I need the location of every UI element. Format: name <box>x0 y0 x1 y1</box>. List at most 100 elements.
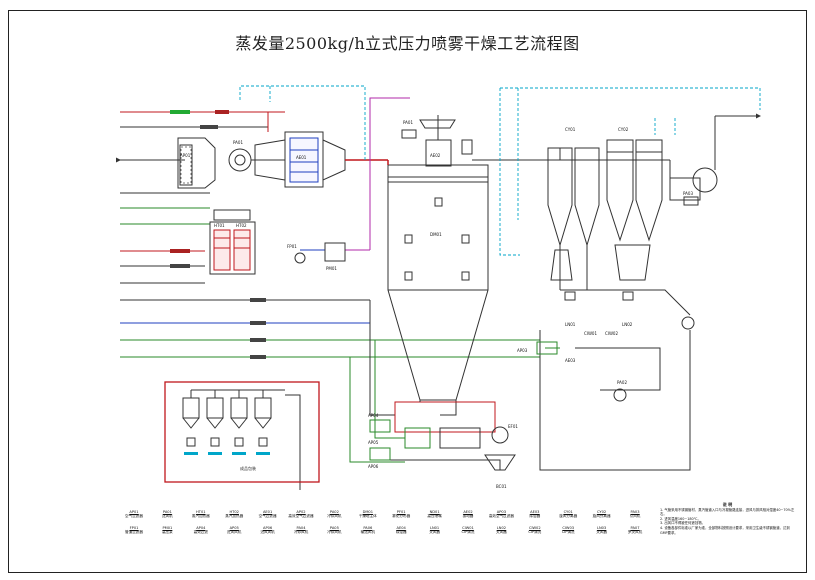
feed-lines <box>294 242 346 264</box>
tag-ln02: LN02 <box>622 322 633 327</box>
legend-name: 关风器 <box>496 530 507 534</box>
legend-tag: AP02 <box>296 510 306 514</box>
legend-name: 雾化分布器 <box>392 514 411 518</box>
bottom-conveying <box>285 289 695 490</box>
control-lines <box>239 85 761 256</box>
left-inlet-lines <box>116 110 540 359</box>
notes-title: 说 明 <box>722 502 733 507</box>
legend-tag: PA01 <box>162 510 172 514</box>
legend-name: 进风风机 <box>227 530 242 534</box>
legend-tag: CIW03 <box>562 526 575 530</box>
legend-name: 引风机 <box>629 514 641 518</box>
legend-tag: PA02 <box>329 510 339 514</box>
cyclones <box>547 139 663 301</box>
tag-ciw01: CIW01 <box>584 331 597 336</box>
tag-ae01: AE01 <box>296 155 307 160</box>
legend-tag: AP05 <box>229 526 239 530</box>
legend-name: 高效过滤 <box>193 530 208 534</box>
legend-tag: LN01 <box>429 526 440 530</box>
legend-tag: LN02 <box>496 526 507 530</box>
tag-ef01: EF01 <box>508 424 518 429</box>
legend-name: 空气过滤器 <box>125 514 143 518</box>
equipment-tags: AP01 PA01 AE01 HT01 HT02 AE02 DM01 CY01 … <box>180 120 693 489</box>
legend-tag: CIW01 <box>462 526 474 530</box>
tag-pa-atomizer: PA01 <box>403 120 413 125</box>
legend-tag: PF01 <box>396 510 406 514</box>
tag-fp01: FP01 <box>287 244 297 249</box>
legend-name: 除湿器 <box>529 514 541 518</box>
legend-name: 空气过滤器 <box>258 514 277 518</box>
legend-tag: AE04 <box>396 526 406 530</box>
legend-name: 振动器 <box>462 514 474 518</box>
legend-tag: FP01 <box>129 526 139 530</box>
legend-name: 输送风机 <box>360 530 375 534</box>
drawing-frame <box>8 10 807 573</box>
tag-ap04: AP04 <box>368 413 379 418</box>
legend-tag: AE01 <box>262 510 273 514</box>
legend-tag: PM01 <box>162 526 173 530</box>
legend-name: 关风器 <box>596 530 607 534</box>
tag-pa01: PA01 <box>233 140 243 145</box>
legend-tag: DM01 <box>362 510 374 514</box>
tag-cy01: CY01 <box>565 127 576 132</box>
tag-bc01: BC01 <box>496 484 507 489</box>
heater-block <box>209 209 256 275</box>
vibrating-bed <box>369 400 516 471</box>
note-item: 4. 设备各部件标准以厂家为准，全部物料按照设计要求，采用卫生级不锈钢管道，达到… <box>660 525 790 535</box>
tag-ln01: LN01 <box>565 322 576 327</box>
legend-tag: AE02 <box>463 510 473 514</box>
tag-ciw02: CIW02 <box>605 331 618 336</box>
legend-name: 进风风机 <box>260 530 275 534</box>
legend-tag: LN03 <box>596 526 607 530</box>
tag-ap05: AP05 <box>368 440 379 445</box>
tag-ap06: AP06 <box>368 464 379 469</box>
legend-tag: PA04 <box>296 526 306 530</box>
tag-pa03: PA03 <box>683 191 693 196</box>
legend-tag: AP03 <box>496 510 506 514</box>
legend-name: 高效空气过滤器 <box>488 514 514 518</box>
legend-name: 高压泵 <box>162 530 173 534</box>
legend-name: 管道过滤器 <box>125 530 143 534</box>
tag-pm01: PM01 <box>326 266 337 271</box>
tag-cy02: CY02 <box>618 127 629 132</box>
notes-block: 说 明 1. 气管采用不锈钢管材，蒸汽管道入口与冷凝管路连接，进风与排风相对湿度… <box>660 502 795 535</box>
legend-tag: CY02 <box>596 510 607 514</box>
legend-name: 高效空气过滤器 <box>288 514 314 518</box>
legend-tag: AP06 <box>262 526 273 530</box>
legend-tag: PA03 <box>630 510 640 514</box>
legend-name: 旋风分离器 <box>559 514 578 518</box>
product-lines <box>345 97 410 251</box>
note-item: 3. 出风口不得被任何遮挡物。 <box>660 521 705 526</box>
legend-name: CIP清洗 <box>528 530 542 534</box>
note-item: 2. 进风温度160~180℃。 <box>660 516 701 521</box>
legend-name: 蒸汽加热器 <box>191 514 210 518</box>
tag-ae02: AE02 <box>430 153 441 158</box>
drying-tower <box>387 115 489 401</box>
legend-tag: AP01 <box>129 510 139 514</box>
legend-name: CIP清洗 <box>461 530 475 534</box>
legend-tag: CIW02 <box>528 526 541 530</box>
packing-area: 成品包装 <box>164 381 320 483</box>
